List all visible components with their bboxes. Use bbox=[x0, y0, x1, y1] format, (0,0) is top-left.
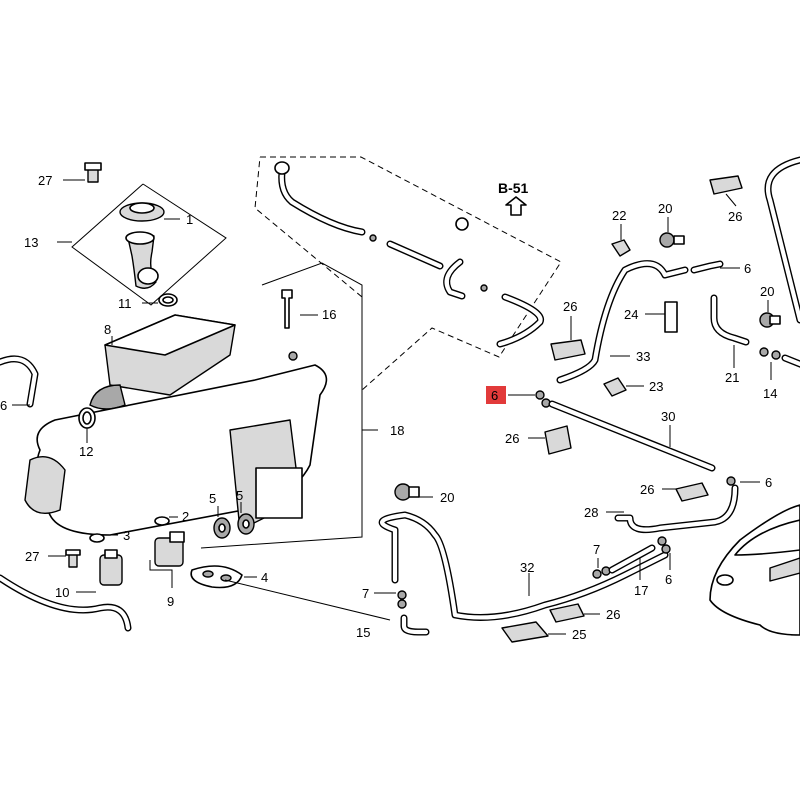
label-14: 14 bbox=[763, 386, 777, 401]
grommet-5a bbox=[213, 506, 231, 539]
pad-26-mid bbox=[550, 316, 586, 361]
highlight-box bbox=[486, 386, 506, 404]
label-6-left: 6 bbox=[0, 398, 7, 413]
grommet-5b bbox=[237, 502, 255, 535]
filler-neck bbox=[125, 231, 159, 289]
reference-arrow bbox=[505, 196, 527, 216]
joint-6-highlighted bbox=[508, 390, 551, 408]
label-24: 24 bbox=[624, 307, 638, 322]
leader-15 bbox=[224, 579, 391, 621]
bracket-16 bbox=[281, 289, 318, 361]
label-21: 21 bbox=[725, 370, 739, 385]
hose-right-edge bbox=[764, 156, 800, 324]
label-26-lower: 26 bbox=[640, 482, 654, 497]
pad-26-lower bbox=[662, 482, 709, 502]
pad-25 bbox=[501, 621, 566, 643]
pad-26-bottom bbox=[549, 603, 600, 623]
label-33: 33 bbox=[636, 349, 650, 364]
pump-10 bbox=[76, 549, 123, 593]
label-23: 23 bbox=[649, 379, 663, 394]
reference-label: B-51 bbox=[498, 180, 529, 196]
label-8: 8 bbox=[104, 322, 111, 337]
washer-2 bbox=[154, 516, 178, 526]
hose-17 bbox=[608, 544, 656, 580]
label-7-right: 7 bbox=[593, 542, 600, 557]
washer-3 bbox=[89, 533, 118, 543]
label-3: 3 bbox=[123, 528, 130, 543]
label-26-center: 26 bbox=[505, 431, 519, 446]
label-2: 2 bbox=[182, 509, 189, 524]
hood-hose-assembly bbox=[274, 161, 544, 348]
label-18: 18 bbox=[390, 423, 404, 438]
label-5b: 5 bbox=[236, 488, 243, 503]
pad-26-center bbox=[528, 425, 572, 455]
seal-12 bbox=[78, 407, 96, 443]
reservoir-frame bbox=[200, 262, 378, 549]
label-9: 9 bbox=[167, 594, 174, 609]
pump-9 bbox=[149, 531, 185, 588]
label-17: 17 bbox=[634, 583, 648, 598]
joint-14 bbox=[759, 347, 800, 380]
label-7-center: 7 bbox=[362, 586, 369, 601]
label-26-mid: 26 bbox=[563, 299, 577, 314]
highlight-label-6: 6 bbox=[486, 386, 506, 404]
bolt-27-bottom bbox=[48, 549, 81, 568]
filler-cap-1 bbox=[119, 202, 180, 222]
label-20-top: 20 bbox=[658, 201, 672, 216]
label-11: 11 bbox=[118, 296, 132, 311]
gasket-4 bbox=[190, 565, 257, 589]
label-6-lower: 6 bbox=[665, 572, 672, 587]
label-1: 1 bbox=[186, 212, 193, 227]
joint-7-center bbox=[374, 590, 407, 609]
label-6-right: 6 bbox=[765, 475, 772, 490]
hose-28 bbox=[606, 484, 739, 534]
corrugated-hose-21 bbox=[710, 294, 750, 368]
clip-23 bbox=[603, 377, 644, 397]
filler-neck-frame bbox=[57, 183, 227, 306]
bracket-24 bbox=[645, 301, 678, 333]
label-25: 25 bbox=[572, 627, 586, 642]
elbow-15 bbox=[400, 614, 430, 636]
label-27-top: 27 bbox=[38, 173, 52, 188]
pad-26-top-right bbox=[709, 175, 743, 207]
callout-labels: 27 13 1 11 8 16 6 12 18 5 5 2 3 27 10 9 … bbox=[0, 173, 777, 642]
label-26-bottom: 26 bbox=[606, 607, 620, 622]
label-5a: 5 bbox=[209, 491, 216, 506]
vehicle-illustration bbox=[709, 504, 800, 636]
label-6-highlighted: 6 bbox=[491, 388, 498, 403]
hose-30 bbox=[548, 400, 760, 486]
label-6-top-right: 6 bbox=[744, 261, 751, 276]
reservoir-upper-8 bbox=[89, 314, 236, 410]
label-4: 4 bbox=[261, 570, 268, 585]
hose-left bbox=[0, 355, 39, 408]
bolt-27-top bbox=[63, 162, 102, 183]
label-28: 28 bbox=[584, 505, 598, 520]
hose-32 bbox=[378, 511, 669, 621]
label-30: 30 bbox=[661, 409, 675, 424]
label-22: 22 bbox=[612, 208, 626, 223]
hose-33 bbox=[556, 260, 740, 384]
label-26-top-right: 26 bbox=[728, 209, 742, 224]
label-13: 13 bbox=[24, 235, 38, 250]
joint-7-right bbox=[592, 558, 611, 579]
reference-group-frame bbox=[254, 156, 562, 392]
label-20-center: 20 bbox=[440, 490, 454, 505]
label-20-right: 20 bbox=[760, 284, 774, 299]
grommet-20-right bbox=[759, 300, 781, 328]
hose-pump bbox=[0, 574, 132, 632]
label-32: 32 bbox=[520, 560, 534, 575]
o-ring-11 bbox=[142, 293, 178, 307]
grommet-20-center bbox=[394, 483, 433, 501]
label-10: 10 bbox=[55, 585, 69, 600]
joint-6-lower bbox=[657, 536, 671, 570]
label-15: 15 bbox=[356, 625, 370, 640]
reservoir-tank bbox=[24, 364, 328, 536]
grommet-20-top bbox=[659, 217, 685, 248]
label-16: 16 bbox=[322, 307, 336, 322]
clip-22 bbox=[611, 224, 631, 257]
label-12: 12 bbox=[79, 444, 93, 459]
label-27-bottom: 27 bbox=[25, 549, 39, 564]
